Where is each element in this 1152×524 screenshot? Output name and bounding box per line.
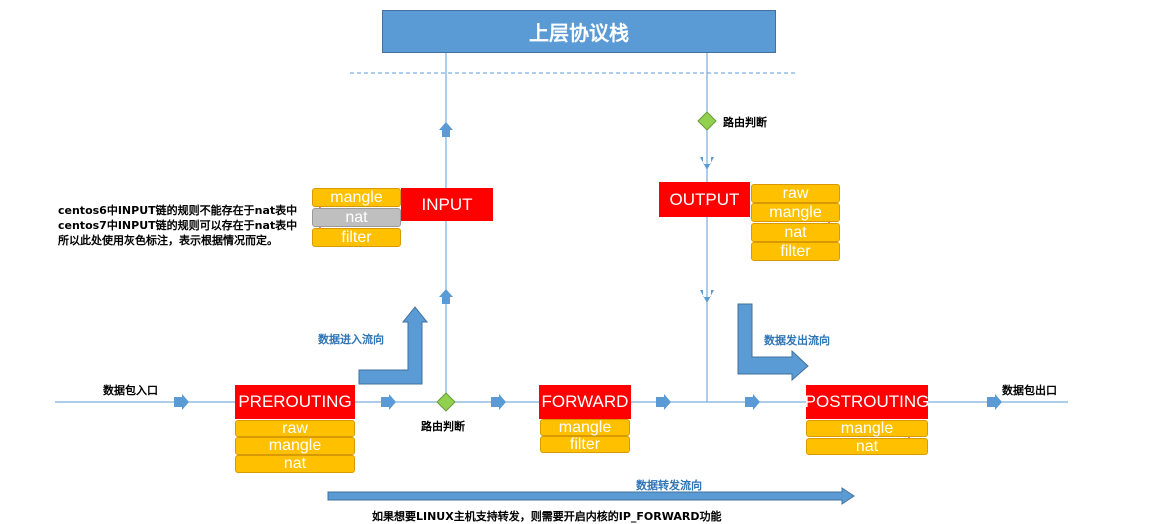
prerouting-table-mangle: mangle [235,437,355,455]
right-arrow-icon [656,394,671,410]
ip-forward-note: 如果想要LINUX主机支持转发，则需要开启内核的IP_FORWARD功能 [372,510,722,523]
chain-forward: FORWARD [539,385,631,419]
chain-input: INPUT [401,188,493,221]
packet-out-label: 数据包出口 [1002,384,1057,397]
right-arrow-icon [987,394,1002,410]
right-arrow-icon [174,394,189,410]
note-line: 所以此处使用灰色标注，表示根据情况而定。 [58,234,278,247]
flow-out-arrow-icon [737,303,809,382]
flow-in-label: 数据进入流向 [318,333,384,346]
routing-decision-diamond-icon [697,111,717,131]
routing-decision-diamond-icon [436,392,456,412]
flow-forward-label: 数据转发流向 [636,479,702,492]
up-arrow-icon [439,122,453,137]
up-arrow-icon [439,289,453,304]
chain-prerouting: PREROUTING [235,385,355,419]
upper-protocol-stack-box: 上层协议栈 [382,10,776,53]
right-arrow-icon [491,394,506,410]
chain-postrouting: POSTROUTING [805,385,929,419]
down-arrow-icon [700,157,714,170]
flow-forward-arrow-icon [327,487,855,505]
prerouting-table-raw: raw [235,420,355,437]
output-table-filter: filter [751,242,840,261]
input-table-nat: nat [312,208,401,227]
note-line: centos6中INPUT链的规则不能存在于nat表中 [58,204,298,217]
input-nat-note: centos6中INPUT链的规则不能存在于nat表中 centos7中INPU… [58,203,297,248]
input-table-filter: filter [312,228,401,247]
postrouting-table-nat: nat [806,438,928,455]
postrouting-table-mangle: mangle [806,420,928,437]
routing-decision-label-bottom: 路由判断 [421,420,465,433]
output-table-nat: nat [751,223,840,242]
chain-output: OUTPUT [659,182,750,217]
right-arrow-icon [745,394,760,410]
routing-decision-label-top: 路由判断 [723,116,767,129]
forward-table-filter: filter [540,436,630,453]
output-table-mangle: mangle [751,203,840,222]
forward-table-mangle: mangle [540,419,630,436]
flow-in-arrow-icon [358,306,429,385]
input-table-mangle: mangle [312,188,401,207]
prerouting-table-nat: nat [235,455,355,473]
note-line: centos7中INPUT链的规则可以存在于nat表中 [58,219,298,232]
flow-out-label: 数据发出流向 [764,334,830,347]
output-table-raw: raw [751,184,840,203]
right-arrow-icon [381,394,396,410]
packet-in-label: 数据包入口 [103,384,158,397]
down-arrow-icon [700,290,714,303]
